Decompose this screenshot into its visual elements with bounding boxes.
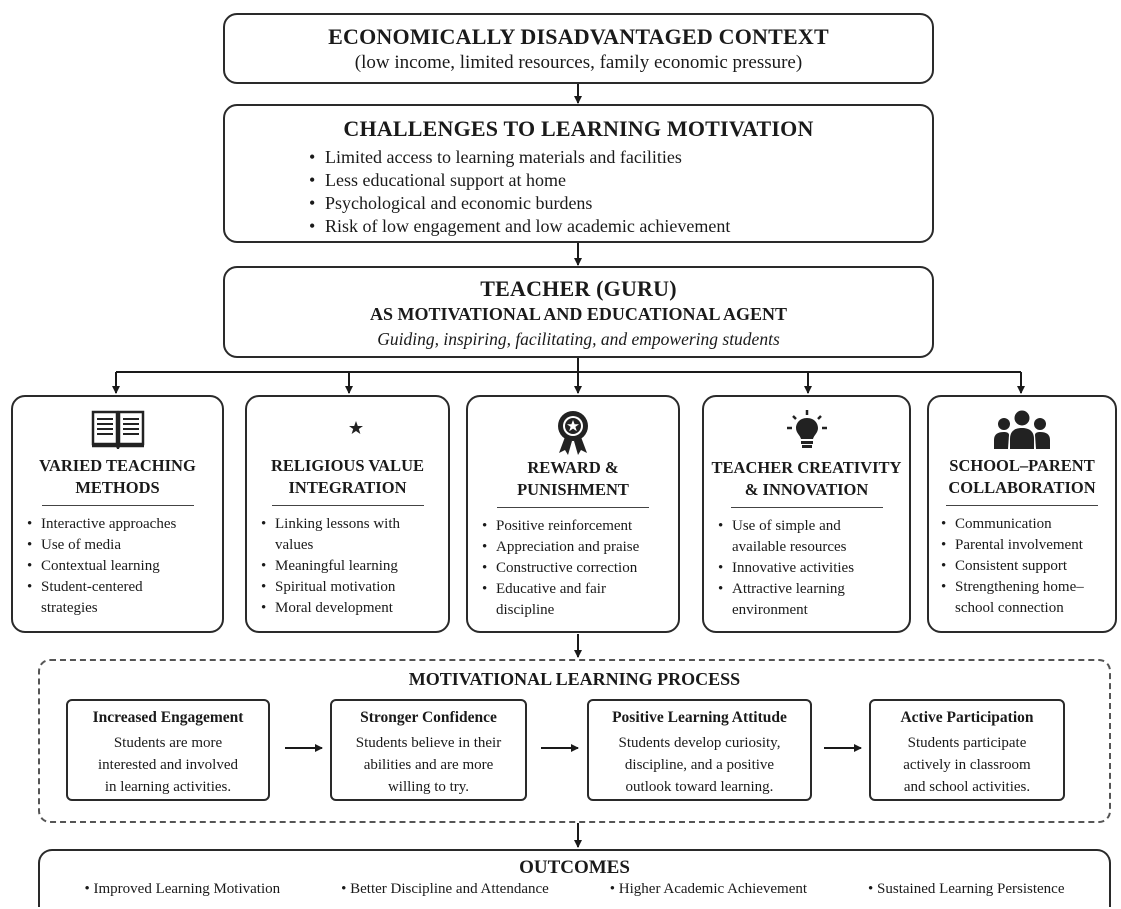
outcome-item: • Improved Learning Motivation [84, 881, 281, 897]
context-subtitle: (low income, limited resources, family e… [354, 52, 803, 73]
step-title: Stronger Confidence [360, 709, 497, 726]
list-item: Positive reinforcement [480, 516, 678, 537]
teacher-title: TEACHER (GURU) [480, 276, 677, 301]
strategy-list: Communication Parental involvement Consi… [939, 514, 1115, 619]
list-item: Linking lessons with values [259, 514, 430, 556]
process-step-confidence: Stronger Confidence Students believe in … [330, 699, 527, 801]
strategy-list: Use of simple and available resources In… [716, 516, 909, 621]
strategy-card-varied-teaching: VARIED TEACHING METHODS Interactive appr… [11, 395, 224, 633]
list-item: Contextual learning [25, 556, 222, 577]
book-icon [91, 410, 144, 449]
strategy-card-reward-punishment: REWARD & PUNISHMENT Positive reinforceme… [466, 395, 680, 633]
challenge-item: Limited access to learning materials and… [305, 146, 932, 169]
step-title: Increased Engagement [92, 709, 244, 726]
challenges-box: CHALLENGES TO LEARNING MOTIVATION Limite… [223, 104, 934, 243]
strategy-title: TEACHER CREATIVITY & INNOVATION [711, 458, 902, 499]
process-step-engagement: Increased Engagement Students are more i… [66, 699, 270, 801]
list-item: Consistent support [939, 556, 1115, 577]
list-item: Moral development [259, 598, 448, 619]
divider [730, 507, 883, 508]
strategy-title: SCHOOL–PARENT COLLABORATION [948, 456, 1096, 497]
step-description: Students participate actively in classro… [903, 735, 1031, 795]
teacher-box: TEACHER (GURU) AS MOTIVATIONAL AND EDUCA… [223, 266, 934, 358]
context-title: ECONOMICALLY DISADVANTAGED CONTEXT [328, 24, 829, 49]
teacher-subtitle: AS MOTIVATIONAL AND EDUCATIONAL AGENT [369, 304, 788, 324]
strategy-title: REWARD & PUNISHMENT [517, 458, 629, 499]
list-item: Appreciation and praise [480, 537, 678, 558]
award-ribbon-icon [558, 411, 588, 455]
crescent-star-icon [333, 413, 363, 445]
context-box: ECONOMICALLY DISADVANTAGED CONTEXT (low … [223, 13, 934, 84]
outcomes-list: • Improved Learning Motivation • Better … [40, 881, 1109, 898]
outcomes-box: OUTCOMES • Improved Learning Motivation … [38, 849, 1111, 907]
divider [271, 505, 424, 506]
outcome-item: • Sustained Learning Persistence [868, 881, 1065, 897]
list-item: Use of media [25, 535, 222, 556]
challenge-item: Less educational support at home [305, 169, 932, 192]
list-item: Educative and fair discipline [480, 579, 646, 621]
strategy-card-religious-value: RELIGIOUS VALUE INTEGRATION Linking less… [245, 395, 450, 633]
list-item: Attractive learning environment [716, 579, 892, 621]
list-item: Parental involvement [939, 535, 1115, 556]
outcome-item: • Better Discipline and Attendance [341, 881, 549, 897]
list-item: Innovative activities [716, 558, 909, 579]
lightbulb-icon [786, 410, 827, 448]
list-item: Use of simple and available resources [716, 516, 892, 558]
strategy-title: RELIGIOUS VALUE INTEGRATION [271, 456, 424, 497]
challenge-item: Psychological and economic burdens [305, 192, 932, 215]
divider [497, 507, 649, 508]
step-description: Students believe in their abilities and … [355, 735, 502, 795]
list-item: Meaningful learning [259, 556, 448, 577]
strategy-card-teacher-creativity: TEACHER CREATIVITY & INNOVATION Use of s… [702, 395, 911, 633]
process-step-participation: Active Participation Students participat… [869, 699, 1065, 801]
list-item: Interactive approaches [25, 514, 222, 535]
challenge-item: Risk of low engagement and low academic … [305, 215, 932, 238]
process-step-attitude: Positive Learning Attitude Students deve… [587, 699, 812, 801]
people-group-icon [994, 410, 1050, 449]
step-description: Students are more interested and involve… [98, 735, 238, 795]
list-item: Strengthening home–school connection [939, 577, 1115, 619]
teacher-tagline: Guiding, inspiring, facilitating, and em… [377, 329, 780, 349]
process-container: MOTIVATIONAL LEARNING PROCESS [38, 659, 1111, 823]
strategy-list: Linking lessons with values Meaningful l… [259, 514, 448, 619]
step-title: Active Participation [900, 709, 1034, 726]
divider [41, 505, 194, 506]
strategy-list: Interactive approaches Use of media Cont… [25, 514, 222, 619]
outcome-item: • Higher Academic Achievement [609, 881, 808, 897]
process-title: MOTIVATIONAL LEARNING PROCESS [408, 669, 741, 689]
list-item: Student-centered strategies [25, 577, 191, 619]
list-item: Spiritual motivation [259, 577, 448, 598]
divider [946, 505, 1098, 506]
list-item: Communication [939, 514, 1115, 535]
strategy-title: VARIED TEACHING METHODS [39, 456, 196, 497]
challenges-list: Limited access to learning materials and… [305, 146, 932, 238]
step-title: Positive Learning Attitude [612, 709, 787, 726]
step-description: Students develop curiosity, discipline, … [618, 735, 781, 795]
strategy-list: Positive reinforcement Appreciation and … [480, 516, 678, 621]
challenges-title: CHALLENGES TO LEARNING MOTIVATION [343, 116, 814, 141]
list-item: Constructive correction [480, 558, 678, 579]
outcomes-title: OUTCOMES [519, 857, 630, 878]
strategy-card-school-parent: SCHOOL–PARENT COLLABORATION Communicatio… [927, 395, 1117, 633]
